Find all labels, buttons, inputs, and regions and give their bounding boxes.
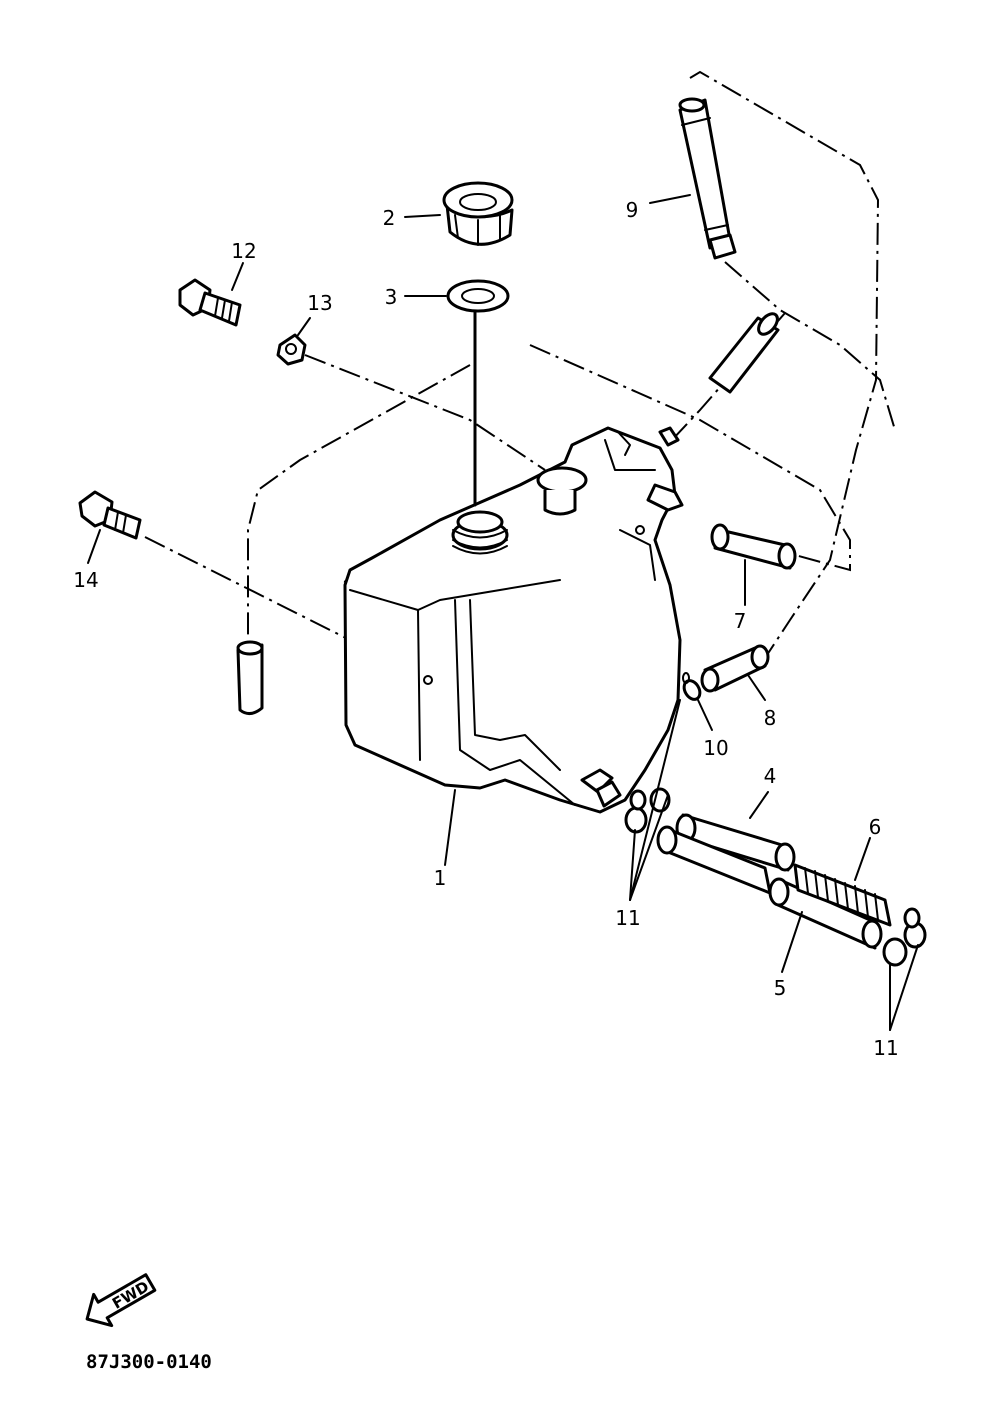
forward-arrow-icon: FWD [85,1273,157,1328]
callout-labels: 1 2 3 4 5 6 7 8 9 10 11 11 12 13 14 [73,198,898,1060]
hose-left-part [236,640,264,715]
filler-cap-part [442,181,514,246]
callout-8: 8 [764,706,777,730]
callout-10: 10 [703,736,728,760]
callout-11-upper: 11 [615,906,640,930]
callout-4: 4 [764,764,777,788]
long-hose-part [678,97,737,260]
drawing-code: 87J300-0140 [86,1351,212,1373]
clip-10-part [682,672,702,701]
hose-7-part [710,523,797,570]
callout-6: 6 [869,815,882,839]
bolt-14-part [78,490,142,540]
bolt-12-part [178,278,242,327]
nut-13-part [276,333,307,366]
callout-11-lower: 11 [873,1036,898,1060]
callout-leaders [87,194,919,1031]
callout-13: 13 [307,291,332,315]
callout-1: 1 [434,866,447,890]
oil-tank-part [343,426,684,814]
short-hose-upper [708,312,780,394]
gasket-part [446,279,510,313]
callout-5: 5 [774,976,787,1000]
callout-7: 7 [734,609,747,633]
callout-9: 9 [626,198,639,222]
callout-14: 14 [73,568,98,592]
callout-3: 3 [385,285,398,309]
callout-2: 2 [383,206,396,230]
callout-12: 12 [231,239,256,263]
spring-6-part [793,863,892,927]
clips-11b-part [882,907,927,967]
hose-8-part [700,644,770,693]
hose-5-part [768,877,883,950]
